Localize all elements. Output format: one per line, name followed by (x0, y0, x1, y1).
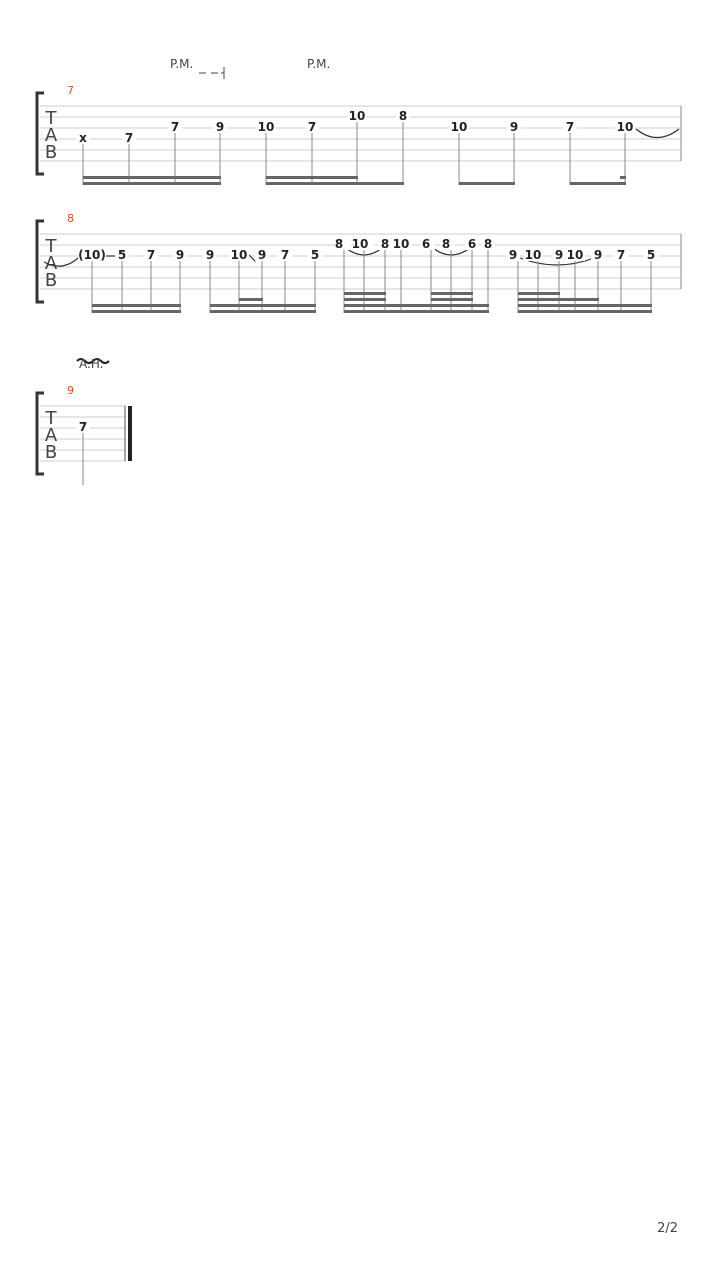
fret-number: 8 (484, 237, 492, 251)
fret-number: 10 (617, 120, 634, 134)
fret-number: 8 (399, 109, 407, 123)
fret-number: 10 (352, 237, 369, 251)
palm-mute-label: P.M. (170, 57, 193, 71)
fret-number: 8 (442, 237, 450, 251)
fret-number: 7 (566, 120, 574, 134)
palm-mute-extension (199, 67, 225, 79)
measure-number: 9 (67, 384, 74, 397)
fret-number: (10) (78, 248, 106, 262)
staff-lines (40, 105, 681, 162)
tab-clef-a: A (45, 125, 58, 146)
fret-number: 8 (335, 237, 343, 251)
fret-number: 10 (231, 248, 248, 262)
fret-number: 6 (422, 237, 430, 251)
note-stems (82, 122, 626, 185)
system-bracket (35, 219, 44, 304)
tab-system-3: T A B 9 A.H. 7 (35, 357, 132, 485)
tab-system-2: T A B 8 (35, 212, 682, 313)
fret-number: 9 (509, 248, 517, 262)
fret-number: 9 (594, 248, 602, 262)
fret-number: 9 (206, 248, 214, 262)
fret-numbers: x 7 7 9 10 7 10 8 10 9 7 10 (76, 109, 635, 145)
fret-number: 9 (510, 120, 518, 134)
tab-clef-b: B (45, 270, 57, 291)
fret-number: 7 (79, 420, 87, 434)
tab-clef-t: T (45, 108, 58, 129)
palm-mute-label: P.M. (307, 57, 330, 71)
fret-number: 10 (349, 109, 366, 123)
fret-number: 10 (393, 237, 410, 251)
fret-number: 7 (125, 131, 133, 145)
tab-clef-t: T (45, 236, 58, 257)
fret-number: 6 (468, 237, 476, 251)
fret-numbers: (10) 5 7 9 9 10 9 7 5 8 10 8 10 (78, 237, 658, 262)
vibrato-icon (76, 358, 110, 364)
final-barline (128, 406, 132, 461)
fret-number: 5 (311, 248, 319, 262)
beams (92, 292, 652, 313)
fret-number: 9 (258, 248, 266, 262)
fret-number: 7 (617, 248, 625, 262)
fret-number: 9 (555, 248, 563, 262)
fret-number: 10 (451, 120, 468, 134)
artificial-harmonic-label: A.H. (79, 357, 103, 371)
fret-number: 5 (118, 248, 126, 262)
fret-number: 9 (176, 248, 184, 262)
tie (635, 128, 680, 139)
tab-clef-a: A (45, 425, 58, 446)
fret-number: 8 (381, 237, 389, 251)
beams (83, 176, 626, 185)
system-bracket (35, 391, 44, 476)
fret-number: 5 (647, 248, 655, 262)
system-bracket (35, 91, 44, 176)
tab-clef-t: T (45, 408, 58, 429)
fret-number: 7 (308, 120, 316, 134)
fret-number: 7 (147, 248, 155, 262)
fret-number: 9 (216, 120, 224, 134)
tab-system-1: T A B 7 P.M. P.M. x 7 7 (35, 57, 682, 185)
note-stems (91, 250, 652, 313)
tab-clef-b: B (45, 442, 57, 463)
measure-number: 7 (67, 84, 74, 97)
measure-number: 8 (67, 212, 74, 225)
tab-clef-a: A (45, 253, 58, 274)
fret-number: 7 (281, 248, 289, 262)
page-number: 2/2 (657, 1221, 678, 1236)
fret-number: x (79, 131, 87, 145)
fret-number: 10 (567, 248, 584, 262)
fret-number: 10 (525, 248, 542, 262)
fret-number: 7 (171, 120, 179, 134)
fret-number: 10 (258, 120, 275, 134)
tab-clef-b: B (45, 142, 57, 163)
